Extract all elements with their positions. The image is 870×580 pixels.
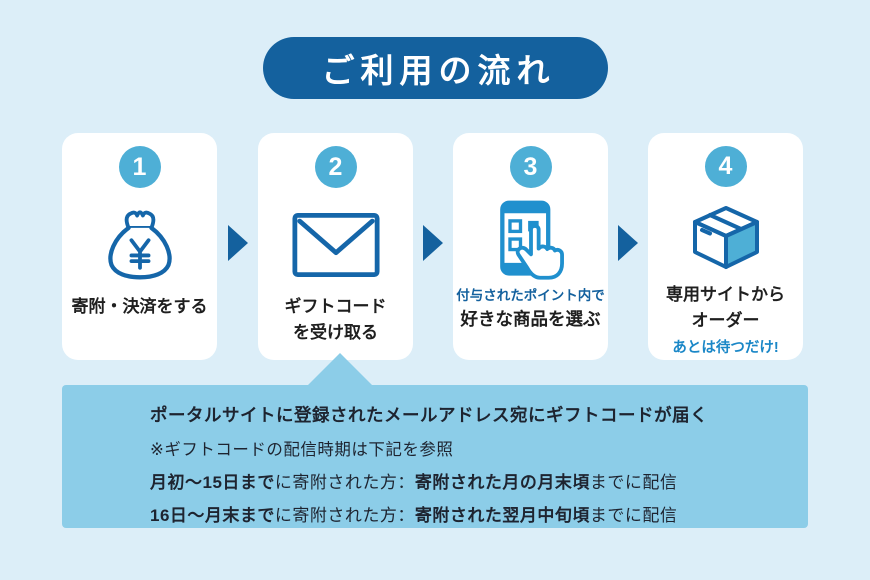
schedule-segment: 月初〜15日まで (150, 473, 275, 492)
arrow-right-icon (423, 225, 443, 261)
envelope-icon (291, 196, 380, 294)
step-label-line: 付与されたポイント内で (456, 288, 605, 303)
step-label: 専用サイトから オーダー あとは待つだけ! (666, 282, 785, 360)
schedule-segment: 寄附された月の月末頃 (414, 473, 590, 492)
step-label: 付与されたポイント内で 好きな商品を選ぶ (456, 286, 605, 333)
step-label-line: を受け取る (293, 322, 378, 342)
gift-code-note-box: ポータルサイトに登録されたメールアドレス宛にギフトコードが届く ※ギフトコードの… (62, 385, 808, 528)
schedule-segment: までに配信 (589, 473, 678, 492)
schedule-segment: までに配信 (589, 506, 678, 525)
schedule-segment: に寄附された方： (274, 473, 415, 492)
step-label-line: 寄附・決済をする (71, 297, 208, 316)
arrow-right-icon (618, 225, 638, 261)
arrow-right-icon (228, 225, 248, 261)
note-schedule-line: 16日〜月末までに寄附された方：寄附された翌月中旬頃までに配信 (150, 497, 788, 530)
step-number-badge: 4 (704, 146, 747, 187)
note-schedule-line: 月初〜15日までに寄附された方：寄附された月の月末頃までに配信 (150, 464, 788, 497)
step-label-note: あとは待つだけ! (672, 340, 779, 357)
package-box-icon (682, 193, 770, 282)
phone-tap-icon (487, 194, 575, 286)
step-number-badge: 3 (509, 146, 552, 188)
step-card-4: 4 専用サイトから オーダー あとは待つだけ! (648, 133, 803, 360)
step-label-line: ギフトコード (284, 297, 387, 316)
step-card-1: 1 寄附・決済をする (62, 133, 217, 360)
step-card-2: 2 ギフトコード を受け取る (258, 133, 413, 360)
schedule-segment: に寄附された方： (274, 506, 415, 525)
page-title: ご利用の流れ (263, 37, 608, 99)
step-label-line: 好きな商品を選ぶ (460, 309, 601, 330)
step-number-badge: 1 (118, 146, 161, 188)
step-number-badge: 2 (314, 146, 357, 188)
step-label: 寄附・決済をする (72, 294, 208, 320)
step-label-line: 専用サイトから (666, 285, 785, 305)
step-label: ギフトコード を受け取る (285, 294, 387, 345)
step-label-line: オーダー (691, 310, 760, 330)
money-bag-yen-icon (102, 196, 178, 294)
note-pointer-triangle (307, 353, 373, 386)
step-card-3: 3 付与されたポイント内で 好きな商品を選ぶ (453, 133, 608, 360)
note-subheading: ※ギフトコードの配信時期は下記を参照 (150, 440, 454, 459)
schedule-segment: 16日〜月末まで (150, 506, 275, 525)
schedule-segment: 寄附された翌月中旬頃 (414, 506, 590, 525)
note-heading: ポータルサイトに登録されたメールアドレス宛にギフトコードが届く (150, 405, 708, 425)
